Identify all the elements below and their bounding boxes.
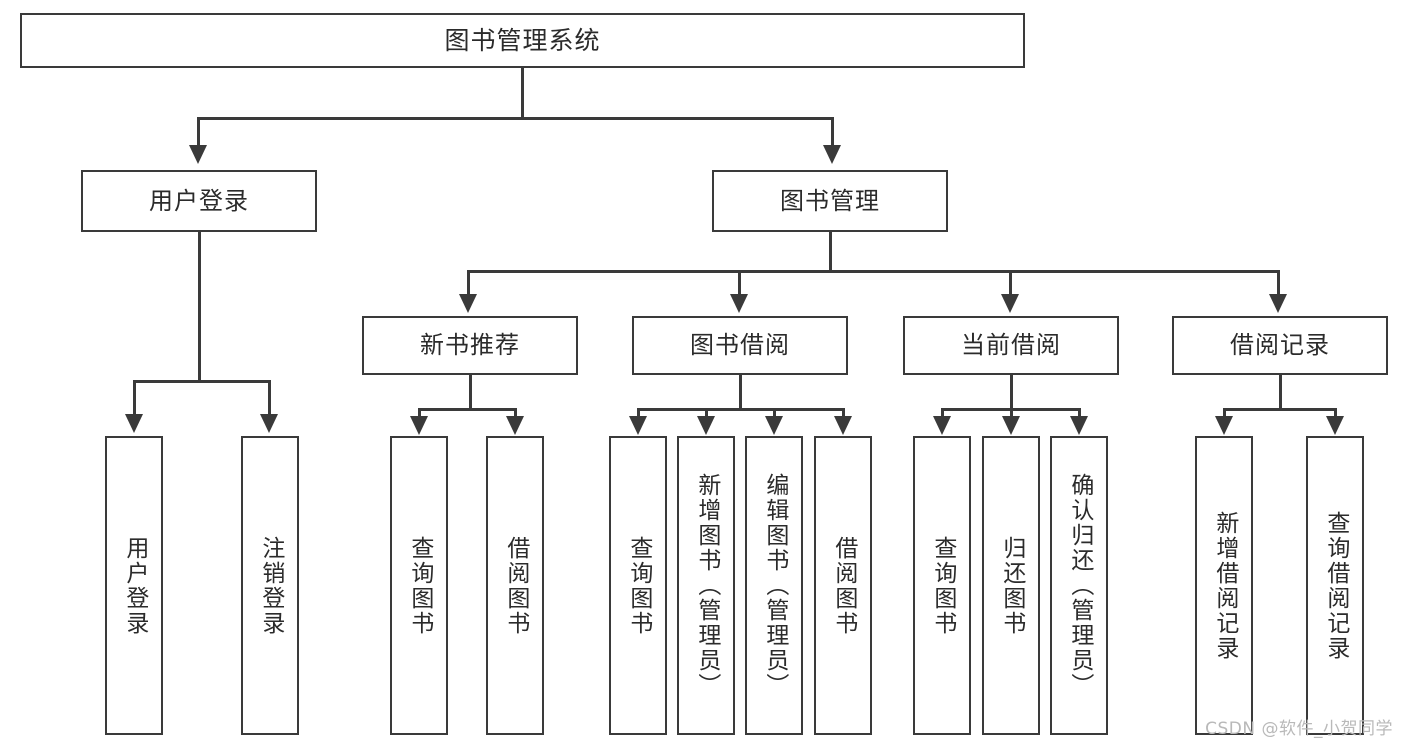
node-label: 新书推荐 xyxy=(420,331,520,360)
edge-borrow-record-bus xyxy=(1223,408,1337,411)
arrow-book-manage-to-record xyxy=(1269,294,1287,313)
node-label: 新增图书（管理员） xyxy=(693,473,720,698)
node-leaf-query-borrow-record[interactable]: 查询借阅记录 xyxy=(1306,436,1364,735)
edge-borrow-record-stem xyxy=(1279,375,1282,410)
edge-borrow-record-to-leaf-1 xyxy=(1223,408,1226,418)
node-leaf-query-book-recommend[interactable]: 查询图书 xyxy=(390,436,448,735)
node-label: 查询图书 xyxy=(406,535,433,636)
arrow-borrow-record-to-leaf-2 xyxy=(1326,416,1344,435)
edge-new-book-to-leaf-2 xyxy=(514,408,517,418)
edge-root-to-user-login xyxy=(197,117,200,147)
edge-book-borrow-to-leaf-3 xyxy=(773,408,776,418)
edge-user-login-to-leaf-1 xyxy=(133,380,136,416)
arrow-new-book-to-leaf-1 xyxy=(410,416,428,435)
node-user-login[interactable]: 用户登录 xyxy=(81,170,317,232)
node-label: 借阅记录 xyxy=(1230,331,1330,360)
arrow-book-manage-to-new-book xyxy=(459,294,477,313)
arrow-user-login-to-leaf-1 xyxy=(125,414,143,433)
node-label: 用户登录 xyxy=(149,186,249,215)
arrow-book-borrow-to-leaf-1 xyxy=(629,416,647,435)
edge-root-stem xyxy=(521,68,524,118)
edge-book-borrow-to-leaf-1 xyxy=(637,408,640,418)
node-label: 注销登录 xyxy=(257,535,284,636)
arrow-user-login-to-leaf-2 xyxy=(260,414,278,433)
edge-user-login-to-leaf-2 xyxy=(268,380,271,416)
arrow-current-borrow-to-leaf-2 xyxy=(1002,416,1020,435)
edge-book-borrow-stem xyxy=(739,375,742,410)
arrow-root-to-user-login xyxy=(189,145,207,164)
edge-current-borrow-to-leaf-3 xyxy=(1078,408,1081,418)
arrow-current-borrow-to-leaf-3 xyxy=(1070,416,1088,435)
arrow-book-manage-to-borrow xyxy=(730,294,748,313)
edge-current-borrow-to-leaf-1 xyxy=(941,408,944,418)
edge-new-book-stem xyxy=(469,375,472,410)
node-label: 确认归还（管理员） xyxy=(1066,473,1093,698)
node-current-borrow[interactable]: 当前借阅 xyxy=(903,316,1119,375)
edge-book-borrow-to-leaf-2 xyxy=(705,408,708,418)
node-label: 新增借阅记录 xyxy=(1211,510,1238,661)
edge-user-login-stem xyxy=(198,232,201,382)
node-label: 当前借阅 xyxy=(961,331,1061,360)
node-leaf-user-login[interactable]: 用户登录 xyxy=(105,436,163,735)
edge-new-book-bus xyxy=(418,408,517,411)
edge-book-manage-bus xyxy=(467,270,1280,273)
arrow-book-borrow-to-leaf-2 xyxy=(697,416,715,435)
edge-book-borrow-bus xyxy=(637,408,845,411)
arrow-borrow-record-to-leaf-1 xyxy=(1215,416,1233,435)
arrow-current-borrow-to-leaf-1 xyxy=(933,416,951,435)
edge-book-manage-to-borrow xyxy=(738,270,741,296)
arrow-book-borrow-to-leaf-3 xyxy=(765,416,783,435)
node-leaf-edit-book[interactable]: 编辑图书（管理员） xyxy=(745,436,803,735)
edge-user-login-bus xyxy=(133,380,270,383)
node-leaf-add-book[interactable]: 新增图书（管理员） xyxy=(677,436,735,735)
node-label: 编辑图书（管理员） xyxy=(761,473,788,698)
node-book-management[interactable]: 图书管理 xyxy=(712,170,948,232)
edge-root-bus xyxy=(197,117,834,120)
node-leaf-logout[interactable]: 注销登录 xyxy=(241,436,299,735)
node-label: 查询借阅记录 xyxy=(1322,510,1349,661)
node-label: 查询图书 xyxy=(929,535,956,636)
node-label: 图书管理系统 xyxy=(444,25,601,55)
node-book-borrow[interactable]: 图书借阅 xyxy=(632,316,848,375)
node-root-system[interactable]: 图书管理系统 xyxy=(20,13,1025,68)
edge-borrow-record-to-leaf-2 xyxy=(1334,408,1337,418)
arrow-book-manage-to-current xyxy=(1001,294,1019,313)
edge-book-borrow-to-leaf-4 xyxy=(842,408,845,418)
node-leaf-query-book-borrow[interactable]: 查询图书 xyxy=(609,436,667,735)
node-label: 借阅图书 xyxy=(830,535,857,636)
node-label: 查询图书 xyxy=(625,535,652,636)
arrow-book-borrow-to-leaf-4 xyxy=(834,416,852,435)
node-leaf-borrow-book-recommend[interactable]: 借阅图书 xyxy=(486,436,544,735)
edge-current-borrow-to-leaf-2 xyxy=(1010,408,1013,418)
node-leaf-borrow-book[interactable]: 借阅图书 xyxy=(814,436,872,735)
arrow-root-to-book-manage xyxy=(823,145,841,164)
node-leaf-return-book[interactable]: 归还图书 xyxy=(982,436,1040,735)
node-new-book-recommend[interactable]: 新书推荐 xyxy=(362,316,578,375)
edge-book-manage-to-record xyxy=(1277,270,1280,296)
node-label: 图书借阅 xyxy=(690,331,790,360)
node-leaf-query-book-current[interactable]: 查询图书 xyxy=(913,436,971,735)
edge-book-manage-to-current xyxy=(1009,270,1012,296)
node-label: 用户登录 xyxy=(121,535,148,636)
node-label: 图书管理 xyxy=(780,186,880,215)
edge-book-manage-to-new-book xyxy=(467,270,470,296)
edge-root-to-book-manage xyxy=(831,117,834,147)
node-leaf-add-borrow-record[interactable]: 新增借阅记录 xyxy=(1195,436,1253,735)
node-borrow-record[interactable]: 借阅记录 xyxy=(1172,316,1388,375)
edge-new-book-to-leaf-1 xyxy=(418,408,421,418)
node-label: 归还图书 xyxy=(998,535,1025,636)
node-leaf-confirm-return[interactable]: 确认归还（管理员） xyxy=(1050,436,1108,735)
edge-book-manage-stem xyxy=(829,232,832,272)
node-label: 借阅图书 xyxy=(502,535,529,636)
edge-current-borrow-stem xyxy=(1010,375,1013,410)
arrow-new-book-to-leaf-2 xyxy=(506,416,524,435)
